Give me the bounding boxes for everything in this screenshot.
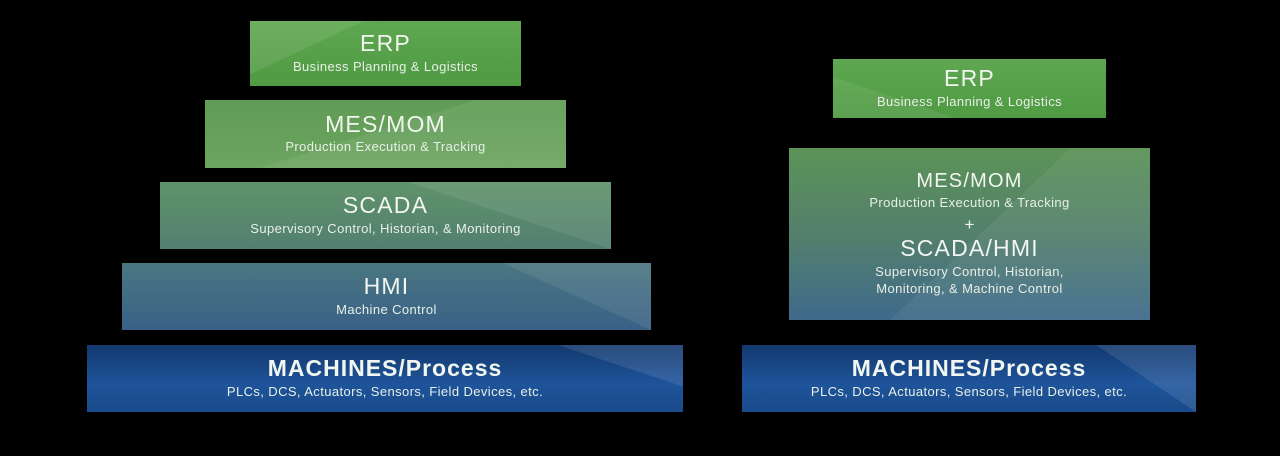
plus-symbol: + — [964, 214, 975, 234]
level-subtitle: PLCs, DCS, Actuators, Sensors, Field Dev… — [810, 383, 1128, 399]
level-title: SCADA — [342, 192, 429, 219]
combined-title-mes-mom: MES/MOM — [916, 170, 1023, 193]
level-title: ERP — [360, 30, 411, 57]
combined-subtitle-scada-hmi-line2: Monitoring, & Machine Control — [876, 280, 1063, 296]
level-title: HMI — [363, 273, 410, 300]
combined-subtitle-scada-hmi-line1: Supervisory Control, Historian, — [875, 263, 1064, 279]
level-subtitle: Business Planning & Logistics — [292, 58, 479, 74]
combined-subtitle-mes-mom: Production Execution & Tracking — [869, 194, 1070, 210]
left-pyramid-level-hmi: HMI Machine Control — [122, 263, 651, 330]
left-pyramid-level-erp: ERP Business Planning & Logistics — [250, 21, 521, 86]
right-stack-level-erp: ERP Business Planning & Logistics — [833, 59, 1106, 118]
level-title: MES/MOM — [325, 110, 446, 137]
level-title: ERP — [944, 65, 995, 92]
right-stack-level-machines: MACHINES/Process PLCs, DCS, Actuators, S… — [742, 345, 1196, 412]
left-pyramid-level-machines: MACHINES/Process PLCs, DCS, Actuators, S… — [87, 345, 683, 412]
combined-title-scada-hmi: SCADA/HMI — [900, 235, 1039, 262]
left-pyramid-level-scada: SCADA Supervisory Control, Historian, & … — [160, 182, 611, 249]
level-subtitle: Production Execution & Tracking — [285, 139, 486, 155]
level-subtitle: Machine Control — [336, 301, 437, 317]
level-subtitle: PLCs, DCS, Actuators, Sensors, Field Dev… — [226, 383, 544, 399]
level-title: MACHINES/Process — [267, 355, 503, 382]
level-title: MACHINES/Process — [851, 355, 1087, 382]
level-subtitle: Supervisory Control, Historian, & Monito… — [250, 220, 521, 236]
level-subtitle: Business Planning & Logistics — [876, 93, 1063, 109]
left-pyramid-level-mes-mom: MES/MOM Production Execution & Tracking — [205, 100, 566, 168]
right-stack-level-mes-scada-combined: MES/MOM Production Execution & Tracking … — [789, 148, 1150, 320]
